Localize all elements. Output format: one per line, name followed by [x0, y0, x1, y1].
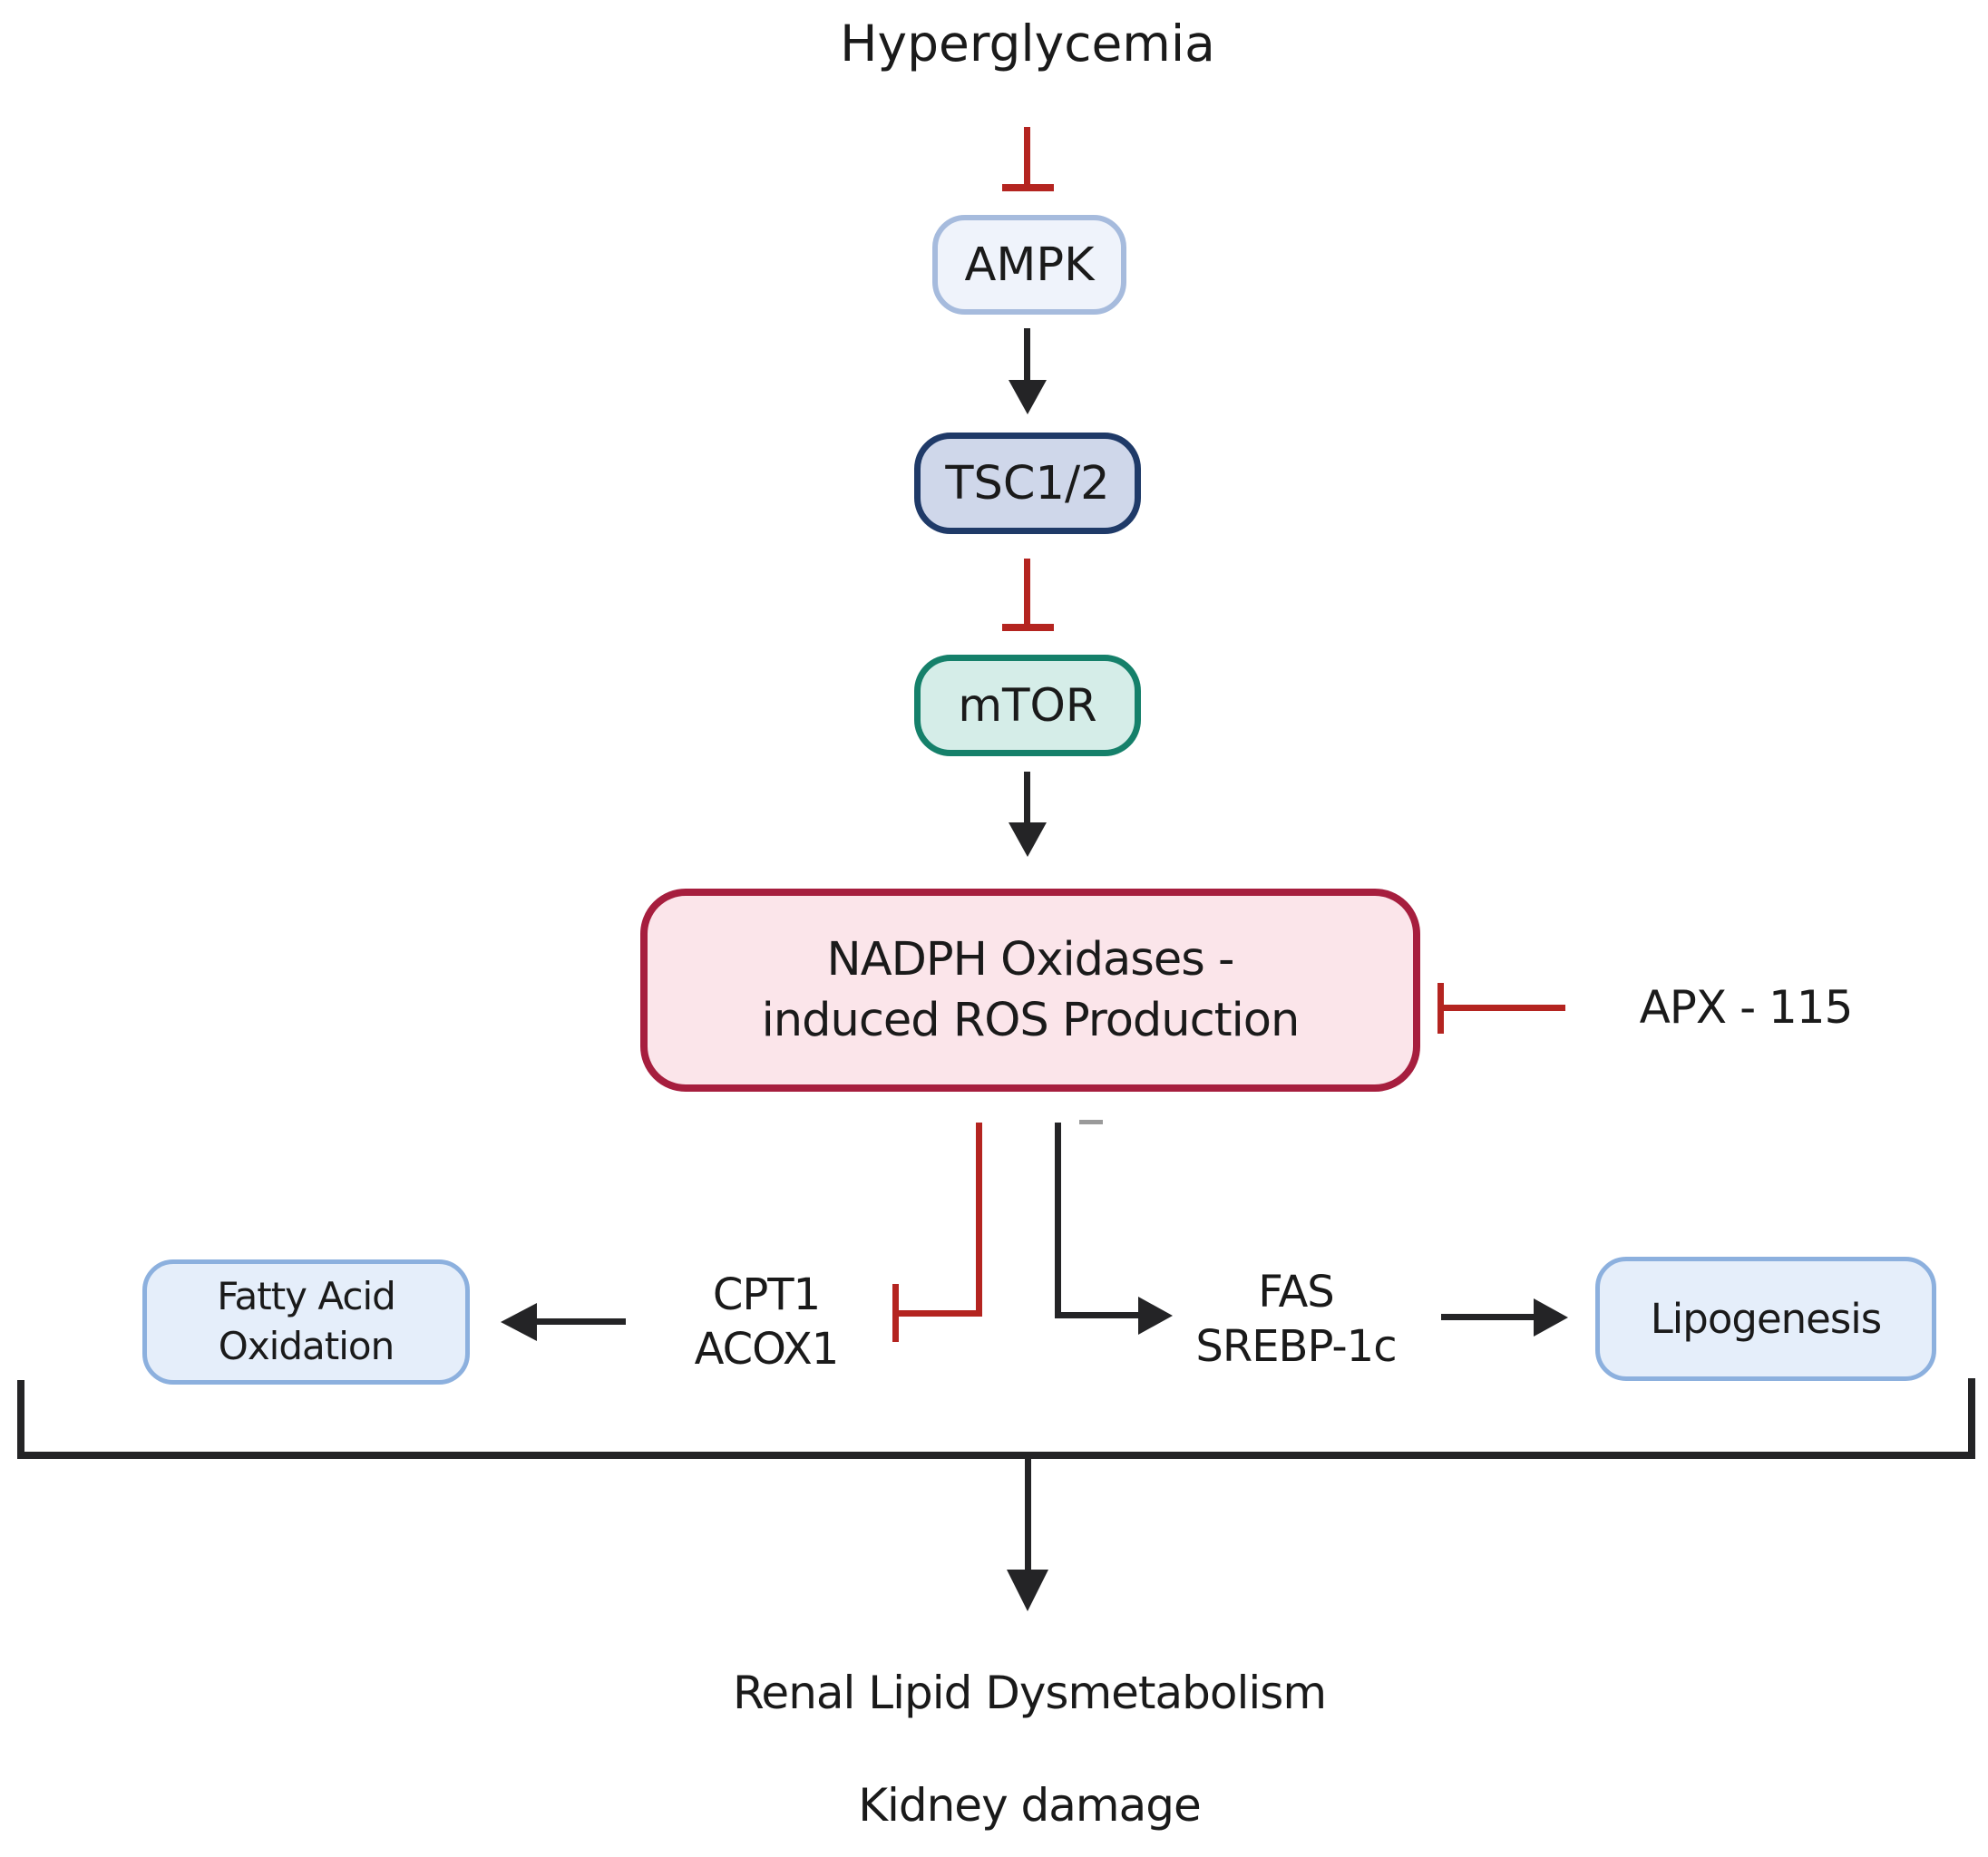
gray-dash-artifact: [1079, 1120, 1103, 1124]
label-kidney-damage: Kidney damage: [858, 1779, 1202, 1832]
arrowhead-down-mtor-nadph: [1009, 822, 1047, 857]
arrow-line-ampk-tsc: [1024, 328, 1030, 383]
inhibition-tbar-tsc-mtor: [1002, 624, 1054, 631]
nadph-ros-label: NADPH Oxidases -induced ROS Production: [761, 932, 1301, 1047]
node-lipogenesis: Lipogenesis: [1595, 1257, 1936, 1381]
inhibition-tbar-hyperglycemia-ampk: [1002, 184, 1054, 191]
inhibition-line-nadph-cpt1-vertical: [976, 1123, 982, 1317]
arrowhead-right-fas-lipogenesis: [1534, 1298, 1568, 1337]
inhibition-line-tsc-mtor: [1024, 559, 1030, 624]
arrow-line-nadph-fas-horizontal: [1058, 1312, 1138, 1318]
node-mtor: mTOR: [914, 655, 1141, 756]
arrow-line-mtor-nadph: [1024, 772, 1030, 824]
label-apx-115: APX - 115: [1639, 981, 1854, 1034]
arrowhead-down-outcome: [1007, 1570, 1048, 1611]
bracket-horizontal-line: [17, 1452, 1975, 1459]
label-renal-lipid-dysmetabolism: Renal Lipid Dysmetabolism: [732, 1667, 1327, 1719]
arrow-line-cpt1-fao: [537, 1318, 626, 1325]
inhibition-line-hyperglycemia-ampk: [1024, 127, 1030, 187]
inhibition-line-nadph-cpt1-horizontal: [896, 1310, 982, 1317]
node-tsc1-2: TSC1/2: [914, 433, 1141, 534]
arrowhead-right-nadph-fas: [1138, 1297, 1173, 1335]
arrowhead-left-cpt1-fao: [501, 1303, 537, 1341]
bracket-left-tick: [17, 1380, 24, 1459]
node-ampk: AMPK: [932, 215, 1126, 315]
arrow-line-fas-lipogenesis: [1441, 1314, 1534, 1320]
bracket-right-tick: [1968, 1378, 1975, 1459]
inhibition-line-apx-nadph: [1440, 1005, 1565, 1011]
node-nadph-ros: NADPH Oxidases -induced ROS Production: [640, 889, 1420, 1092]
arrow-line-bracket-outcome: [1025, 1455, 1031, 1571]
inhibition-tbar-nadph-cpt1: [892, 1284, 899, 1342]
title-hyperglycemia: Hyperglycemia: [840, 15, 1215, 73]
arrowhead-down-ampk-tsc: [1009, 380, 1047, 414]
arrow-line-nadph-fas-vertical: [1055, 1123, 1061, 1318]
